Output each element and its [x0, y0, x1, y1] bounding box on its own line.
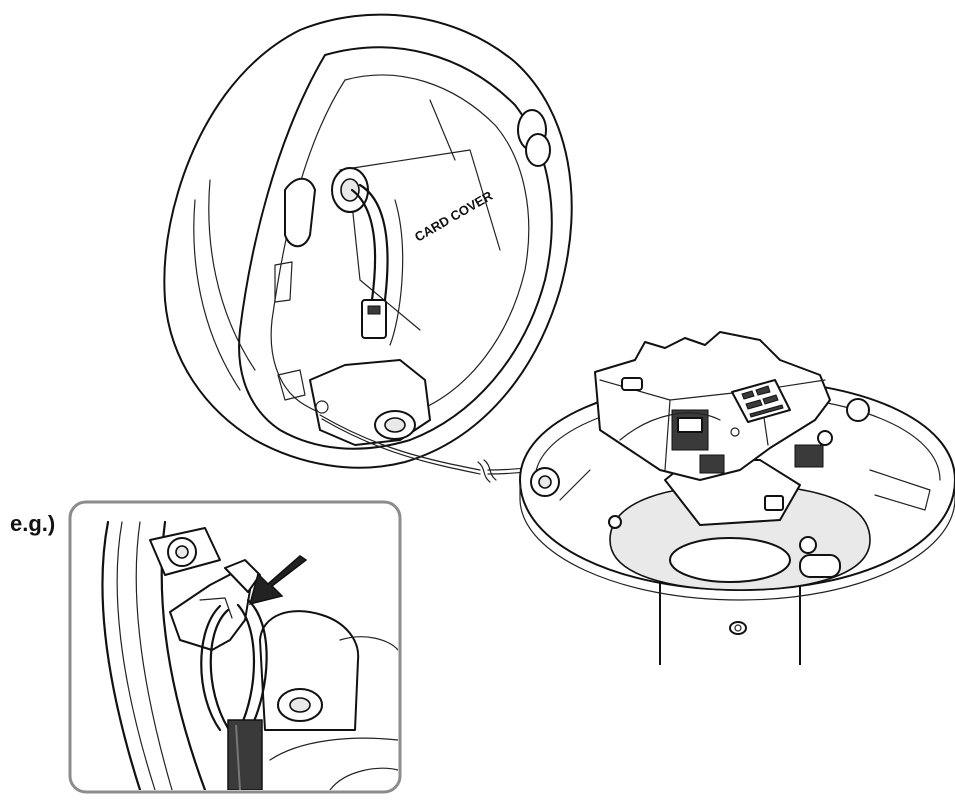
cable-sheath: [227, 719, 263, 790]
pcb-label-plate: [731, 379, 791, 423]
example-label: e.g.): [10, 511, 55, 536]
camera-module: [519, 331, 955, 665]
mounting-base: CARD COVER: [163, 13, 573, 469]
wire-hook-icon: [169, 571, 251, 651]
indicator-arrow-icon: [248, 555, 308, 606]
network-connector: [671, 409, 824, 474]
detail-inset: e.g.): [10, 500, 402, 794]
